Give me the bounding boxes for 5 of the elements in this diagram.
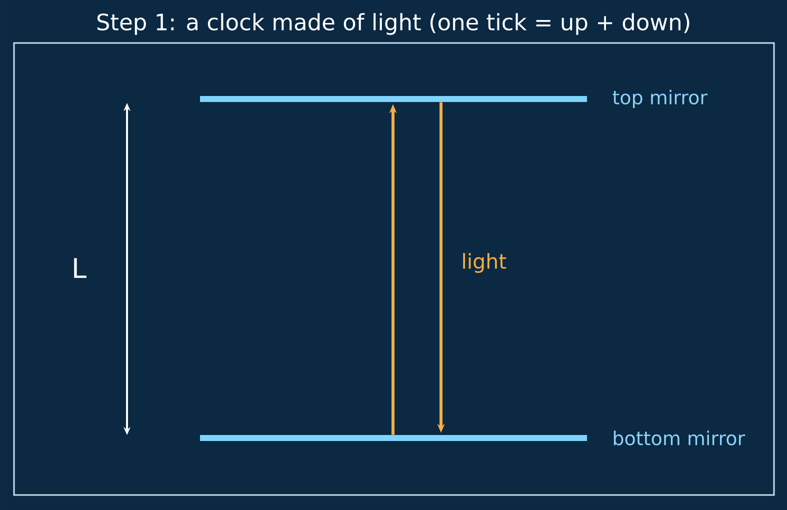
title: Step 1: a clock made of light (one tick = up + down) <box>97 13 690 35</box>
edge-label: light <box>460 252 508 274</box>
mirror-label: bottom mirror <box>614 430 746 446</box>
dimension-label: L <box>74 258 86 278</box>
mirror-label: top mirror <box>612 90 708 108</box>
